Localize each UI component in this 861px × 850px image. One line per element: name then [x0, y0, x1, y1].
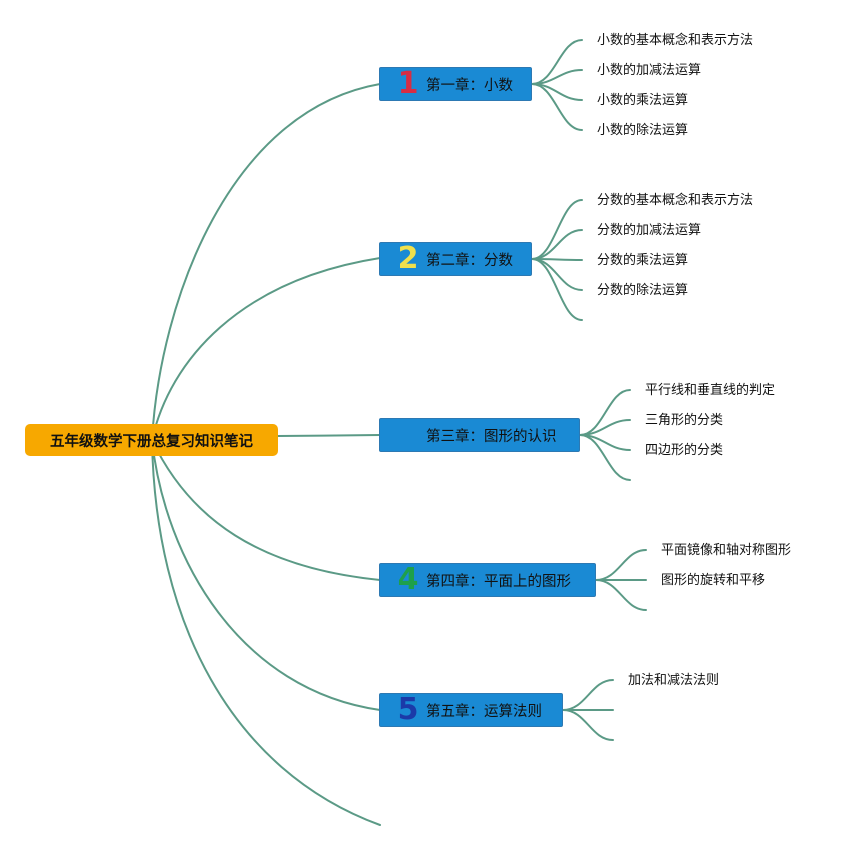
connector-ch4-empty [595, 579, 647, 611]
chapter-number-badge: 1 [397, 66, 419, 101]
connector-root-chapter-4 [151, 439, 381, 581]
connector-root-chapter-1 [151, 83, 381, 441]
chapter-number-badge: 4 [397, 562, 419, 597]
chapter-3-node[interactable]: 第三章：图形的认识 [379, 418, 580, 452]
topic-item[interactable]: 平行线和垂直线的判定 [645, 383, 776, 398]
connector-ch2-topic-1 [531, 199, 583, 260]
topic-item[interactable]: 小数的乘法运算 [597, 93, 689, 108]
chapter-4-node[interactable]: 4 第四章：平面上的图形 [379, 563, 596, 597]
connector-root-chapter-5 [151, 439, 381, 711]
chapter-label: 第四章：平面上的图形 [426, 573, 571, 590]
connector-root-extra [151, 439, 381, 826]
connector-ch2-empty [531, 258, 583, 321]
connector-root-chapter-3 [277, 434, 381, 437]
connector-ch5-empty-2 [562, 709, 614, 741]
topic-item[interactable]: 图形的旋转和平移 [661, 573, 766, 588]
topic-item[interactable]: 分数的基本概念和表示方法 [597, 193, 754, 208]
chapter-number-badge: 5 [397, 692, 419, 727]
connector-ch3-empty [579, 434, 631, 481]
connector-ch2-topic-2 [531, 229, 583, 260]
chapter-label: 第五章：运算法则 [426, 703, 542, 720]
chapter-5-node[interactable]: 5 第五章：运算法则 [379, 693, 563, 727]
topic-item[interactable]: 分数的乘法运算 [597, 253, 689, 268]
topic-item[interactable]: 加法和减法法则 [628, 673, 720, 688]
topic-item[interactable]: 小数的加减法运算 [597, 63, 702, 78]
chapter-label: 第三章：图形的认识 [426, 428, 557, 445]
chapter-label: 第一章：小数 [426, 77, 513, 94]
root-topic-label: 五年级数学下册总复习知识笔记 [50, 433, 253, 450]
chapter-number-badge: 2 [397, 241, 419, 276]
connector-ch4-topic-1 [595, 549, 647, 581]
connector-ch2-topic-4 [531, 258, 583, 291]
connector-ch1-topic-4 [531, 83, 583, 131]
topic-item[interactable]: 小数的除法运算 [597, 123, 689, 138]
chapter-2-node[interactable]: 2 第二章：分数 [379, 242, 532, 276]
topic-item[interactable]: 四边形的分类 [645, 443, 724, 458]
chapter-1-node[interactable]: 1 第一章：小数 [379, 67, 532, 101]
topic-item[interactable]: 平面镜像和轴对称图形 [661, 543, 792, 558]
chapter-label: 第二章：分数 [426, 252, 513, 269]
topic-item[interactable]: 小数的基本概念和表示方法 [597, 33, 754, 48]
connector-ch5-topic-1 [562, 679, 614, 711]
topic-item[interactable]: 分数的除法运算 [597, 283, 689, 298]
topic-item[interactable]: 三角形的分类 [645, 413, 724, 428]
root-topic[interactable]: 五年级数学下册总复习知识笔记 [25, 424, 278, 456]
topic-item[interactable]: 分数的加减法运算 [597, 223, 702, 238]
connector-root-chapter-2 [151, 257, 381, 441]
